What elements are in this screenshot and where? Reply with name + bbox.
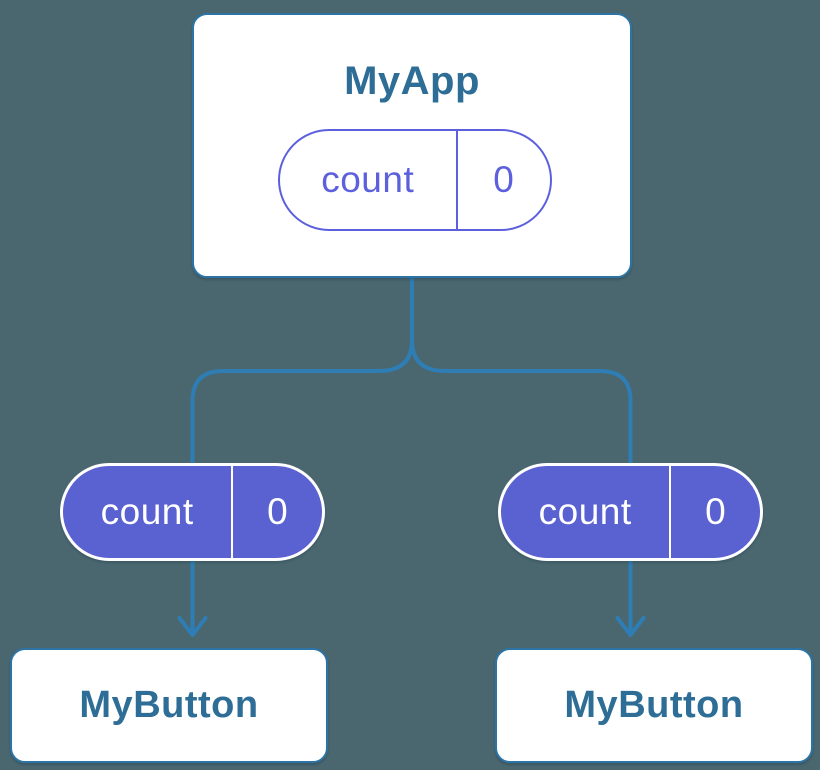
left-arrowhead-icon	[177, 616, 208, 637]
root-state-pill: count 0	[278, 129, 552, 231]
left-prop-key: count	[100, 491, 194, 532]
right-arrowhead-icon	[615, 616, 646, 637]
root-component-card: MyApp count 0	[192, 13, 632, 278]
right-branch-line	[410, 338, 633, 465]
left-prop-value: 0	[231, 466, 322, 558]
right-prop-value: 0	[669, 466, 760, 558]
left-child-component-card: MyButton	[10, 648, 328, 763]
root-state-key: count	[321, 159, 415, 200]
root-state-value: 0	[455, 131, 551, 229]
root-component-title: MyApp	[344, 59, 480, 103]
right-prop-key: count	[538, 491, 632, 532]
right-prop-pill: count 0	[498, 463, 763, 561]
left-prop-pill: count 0	[60, 463, 325, 561]
left-branch-line	[190, 338, 414, 465]
left-child-component-title: MyButton	[79, 684, 259, 726]
right-child-component-title: MyButton	[564, 684, 744, 726]
right-child-component-card: MyButton	[495, 648, 813, 763]
